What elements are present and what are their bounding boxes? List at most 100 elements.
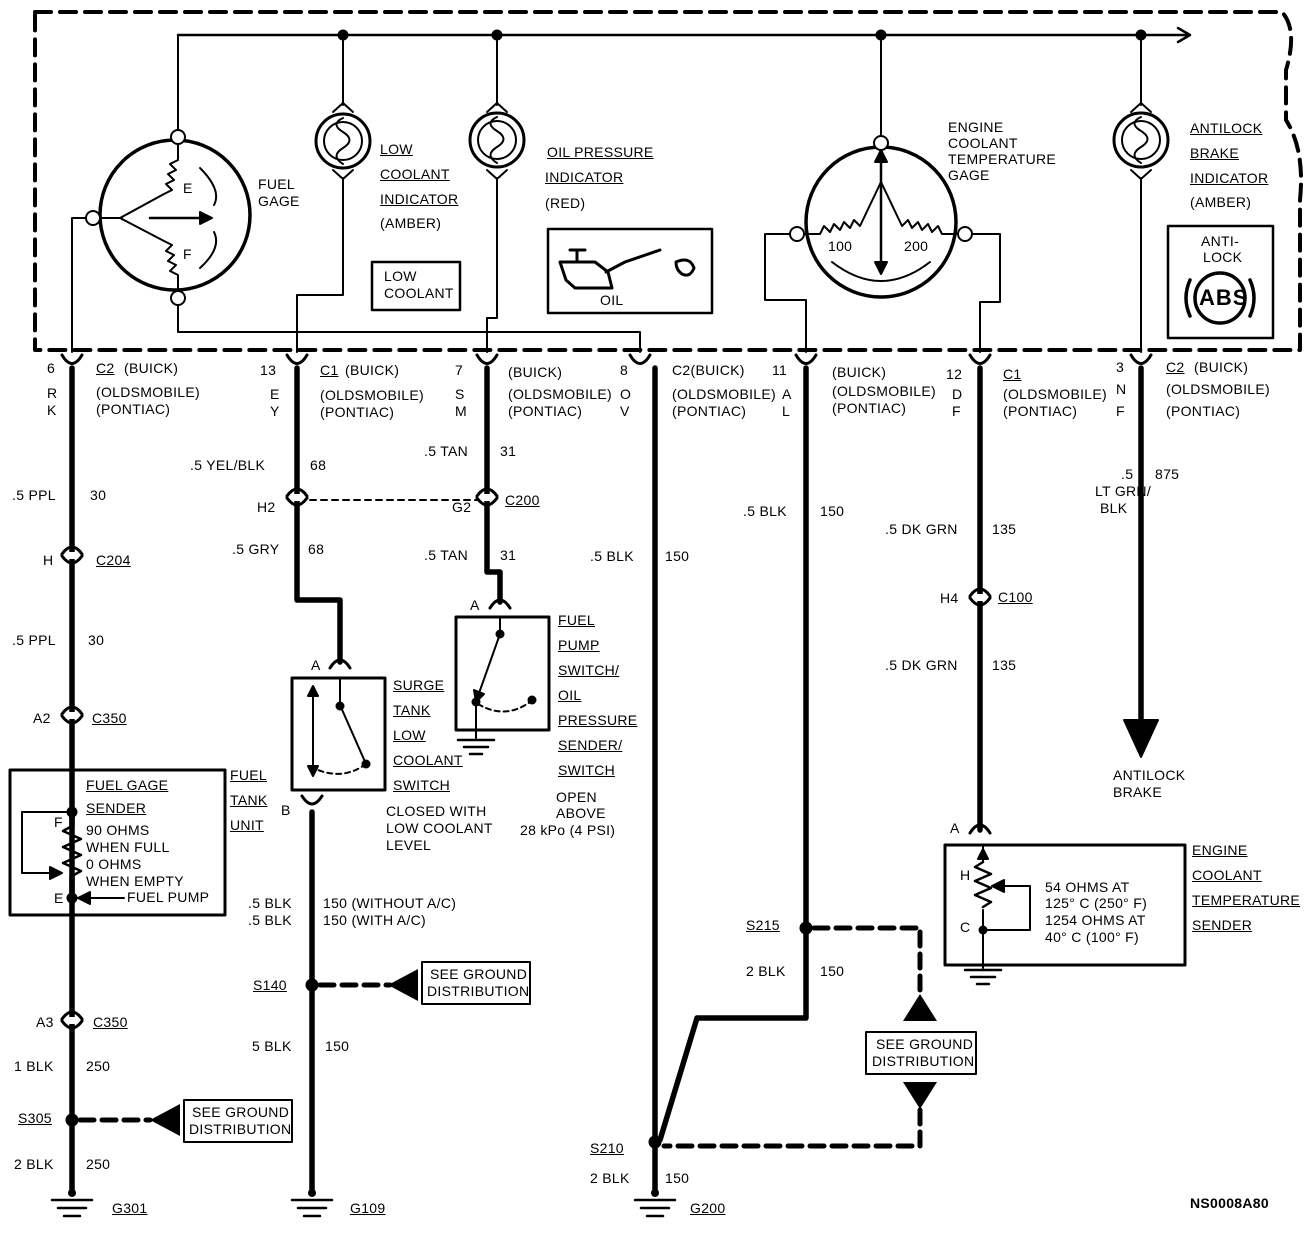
ground-reference-box: [183, 1099, 293, 1143]
ect-gage-terminal: [873, 135, 889, 151]
connector-variant: (OLDSMOBILE): [832, 383, 936, 399]
circuit-number: 150 (WITH A/C): [323, 912, 426, 928]
wire-size-label: .5 TAN: [424, 443, 469, 459]
ect-gage-label: ENGINE: [948, 119, 1004, 135]
oil-switch-note: ABOVE: [556, 805, 606, 821]
cavity-code: V: [620, 403, 630, 419]
splice-s210: [648, 1135, 662, 1149]
connector-variant: (PONTIAC): [320, 404, 395, 420]
fuel-gage: [71, 34, 641, 353]
ect-gage: [764, 34, 1001, 353]
abs-indicator-label: BRAKE: [1190, 145, 1239, 161]
wire-size-label: .5 DK GRN: [885, 657, 958, 673]
wire-size-label: .5 TAN: [424, 547, 469, 563]
ect-sender: [943, 823, 1187, 986]
fuel-sender-title: SENDER: [86, 800, 147, 816]
cavity-number: 8: [620, 362, 629, 378]
harness-wires: [69, 365, 1144, 1193]
ect-sender-terminal: C: [960, 919, 971, 935]
abs-symbol-icon: [1184, 271, 1256, 325]
oil-switch-label: SWITCH: [558, 762, 616, 778]
wire-size-label: .5 PPL: [12, 632, 56, 648]
wire-size-label: .5 BLK: [248, 912, 292, 928]
splice-label: S305: [18, 1110, 52, 1126]
surge-tank-switch-label: COOLANT: [393, 752, 463, 768]
fuel-sender-terminal: E: [54, 890, 64, 906]
connector-variant: (OLDSMOBILE): [96, 384, 200, 400]
oil-switch-label: SWITCH/: [558, 662, 620, 678]
cavity-code: M: [455, 403, 467, 419]
inline-cavity: A2: [33, 710, 51, 726]
splice-s305: [65, 1113, 79, 1127]
wire-size-label: LT GRN/: [1095, 483, 1152, 499]
ect-sender-spec: 54 OHMS AT: [1045, 879, 1130, 895]
connector-name: C2(BUICK): [672, 362, 745, 378]
oil-pressure-bulb: [468, 34, 526, 353]
connector-variant: (PONTIAC): [672, 403, 747, 419]
cavity-number: 11: [772, 362, 788, 378]
pin-label: A: [311, 657, 321, 673]
ect-gage-label: COOLANT: [948, 135, 1018, 151]
circuit-number: 68: [308, 541, 325, 557]
inline-connectors: [60, 487, 992, 1030]
ect-gage-terminal: [957, 226, 973, 242]
circuit-number: 150: [820, 503, 845, 519]
wire-size-label: .5 BLK: [590, 548, 634, 564]
connector-variant: (BUICK): [508, 364, 563, 380]
oil-switch-label: OIL: [558, 687, 582, 703]
wire-size-label: .5 GRY: [232, 541, 280, 557]
abs-lamp-box: [1166, 224, 1275, 340]
circuit-number: 150: [665, 548, 690, 564]
fuel-gage-empty-mark: E: [183, 180, 193, 196]
circuit-number: 250: [86, 1156, 111, 1172]
inline-connector-name: C350: [92, 710, 127, 726]
cluster-boundary: [33, 10, 1304, 352]
wire-size-label: .5 PPL: [12, 487, 56, 503]
surge-tank-switch-note: LEVEL: [386, 837, 432, 853]
surge-tank-switch: [290, 658, 387, 806]
oil-switch-note: 28 kPo (4 PSI): [520, 822, 616, 838]
connector-variant: (PONTIAC): [96, 401, 171, 417]
circuit-number: 31: [500, 547, 517, 563]
cavity-code: A: [782, 386, 792, 402]
ect-sender-terminal: H: [960, 867, 971, 883]
fuel-gage-terminal: [85, 210, 101, 226]
oil-pressure-indicator-label: INDICATOR: [545, 169, 624, 185]
circuit-number: 150 (WITHOUT A/C): [323, 895, 457, 911]
oil-pressure-indicator-label: OIL PRESSURE: [547, 144, 654, 160]
connector-variant: (OLDSMOBILE): [508, 386, 612, 402]
cavity-number: 12: [946, 366, 963, 382]
splice-label: S210: [590, 1140, 624, 1156]
oil-pressure-switch: [454, 598, 551, 756]
cavity-number: 13: [260, 362, 277, 378]
inline-cavity: H2: [257, 499, 276, 515]
low-coolant-bulb: [296, 34, 372, 353]
connector-name: C1: [1003, 366, 1022, 382]
oil-switch-label: PUMP: [558, 637, 600, 653]
fuel-sender-spec: WHEN EMPTY: [86, 873, 184, 889]
ect-gage-label: TEMPERATURE: [948, 151, 1057, 167]
ground-reference-text: SEE GROUND: [430, 966, 528, 982]
low-coolant-indicator-label: INDICATOR: [380, 191, 459, 207]
figure-id: NS0008A80: [1190, 1195, 1269, 1211]
circuit-number: 30: [90, 487, 107, 503]
surge-tank-switch-note: CLOSED WITH: [386, 803, 487, 819]
ect-gage-label: GAGE: [948, 167, 990, 183]
cavity-number: 6: [47, 360, 56, 376]
low-coolant-indicator-color: (AMBER): [380, 215, 442, 231]
ground-reference-box: [421, 961, 531, 1005]
cavity-code: R: [47, 385, 58, 401]
connector-variant: (BUICK): [124, 360, 179, 376]
fuel-tank-unit: [8, 768, 227, 917]
inline-connector-name: C200: [505, 492, 540, 508]
pin-label: A: [470, 597, 480, 613]
wire-size-label: 2 BLK: [14, 1156, 54, 1172]
fuel-sender-terminal: F: [54, 814, 63, 830]
wire-150-s215: [657, 365, 809, 1143]
wire-size-label: BLK: [1100, 500, 1128, 516]
surge-tank-switch-label: LOW: [393, 727, 426, 743]
ground-reference-box: [865, 1031, 977, 1075]
circuit-number: 135: [992, 521, 1017, 537]
pin-label: B: [281, 802, 291, 818]
